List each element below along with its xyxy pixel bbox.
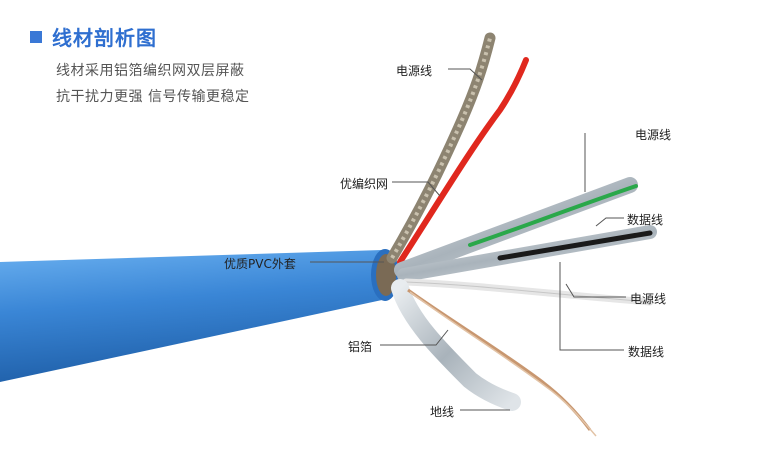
subtitle-line-1: 线材采用铝箔编织网双层屏蔽 xyxy=(56,63,245,79)
foil-strip xyxy=(391,279,521,411)
page-title: 线材剖析图 xyxy=(52,26,157,50)
label-power-top: 电源线 xyxy=(396,64,433,78)
label-power-mid: 电源线 xyxy=(630,292,667,306)
label-foil: 铝箔 xyxy=(348,340,373,354)
label-braid: 优编织网 xyxy=(340,177,389,191)
pvc-jacket xyxy=(0,250,387,382)
label-data-bottom: 数据线 xyxy=(628,345,665,359)
label-data-right: 数据线 xyxy=(627,213,664,227)
header-title-row: 线材剖析图 xyxy=(30,22,157,51)
label-jacket: 优质PVC外套 xyxy=(224,257,296,271)
red-wire xyxy=(397,57,529,265)
label-power-right: 电源线 xyxy=(635,128,672,142)
label-ground: 地线 xyxy=(430,405,455,419)
subtitle-line-2: 抗干扰力更强 信号传输更稳定 xyxy=(56,89,250,105)
title-bullet-square xyxy=(30,30,42,43)
